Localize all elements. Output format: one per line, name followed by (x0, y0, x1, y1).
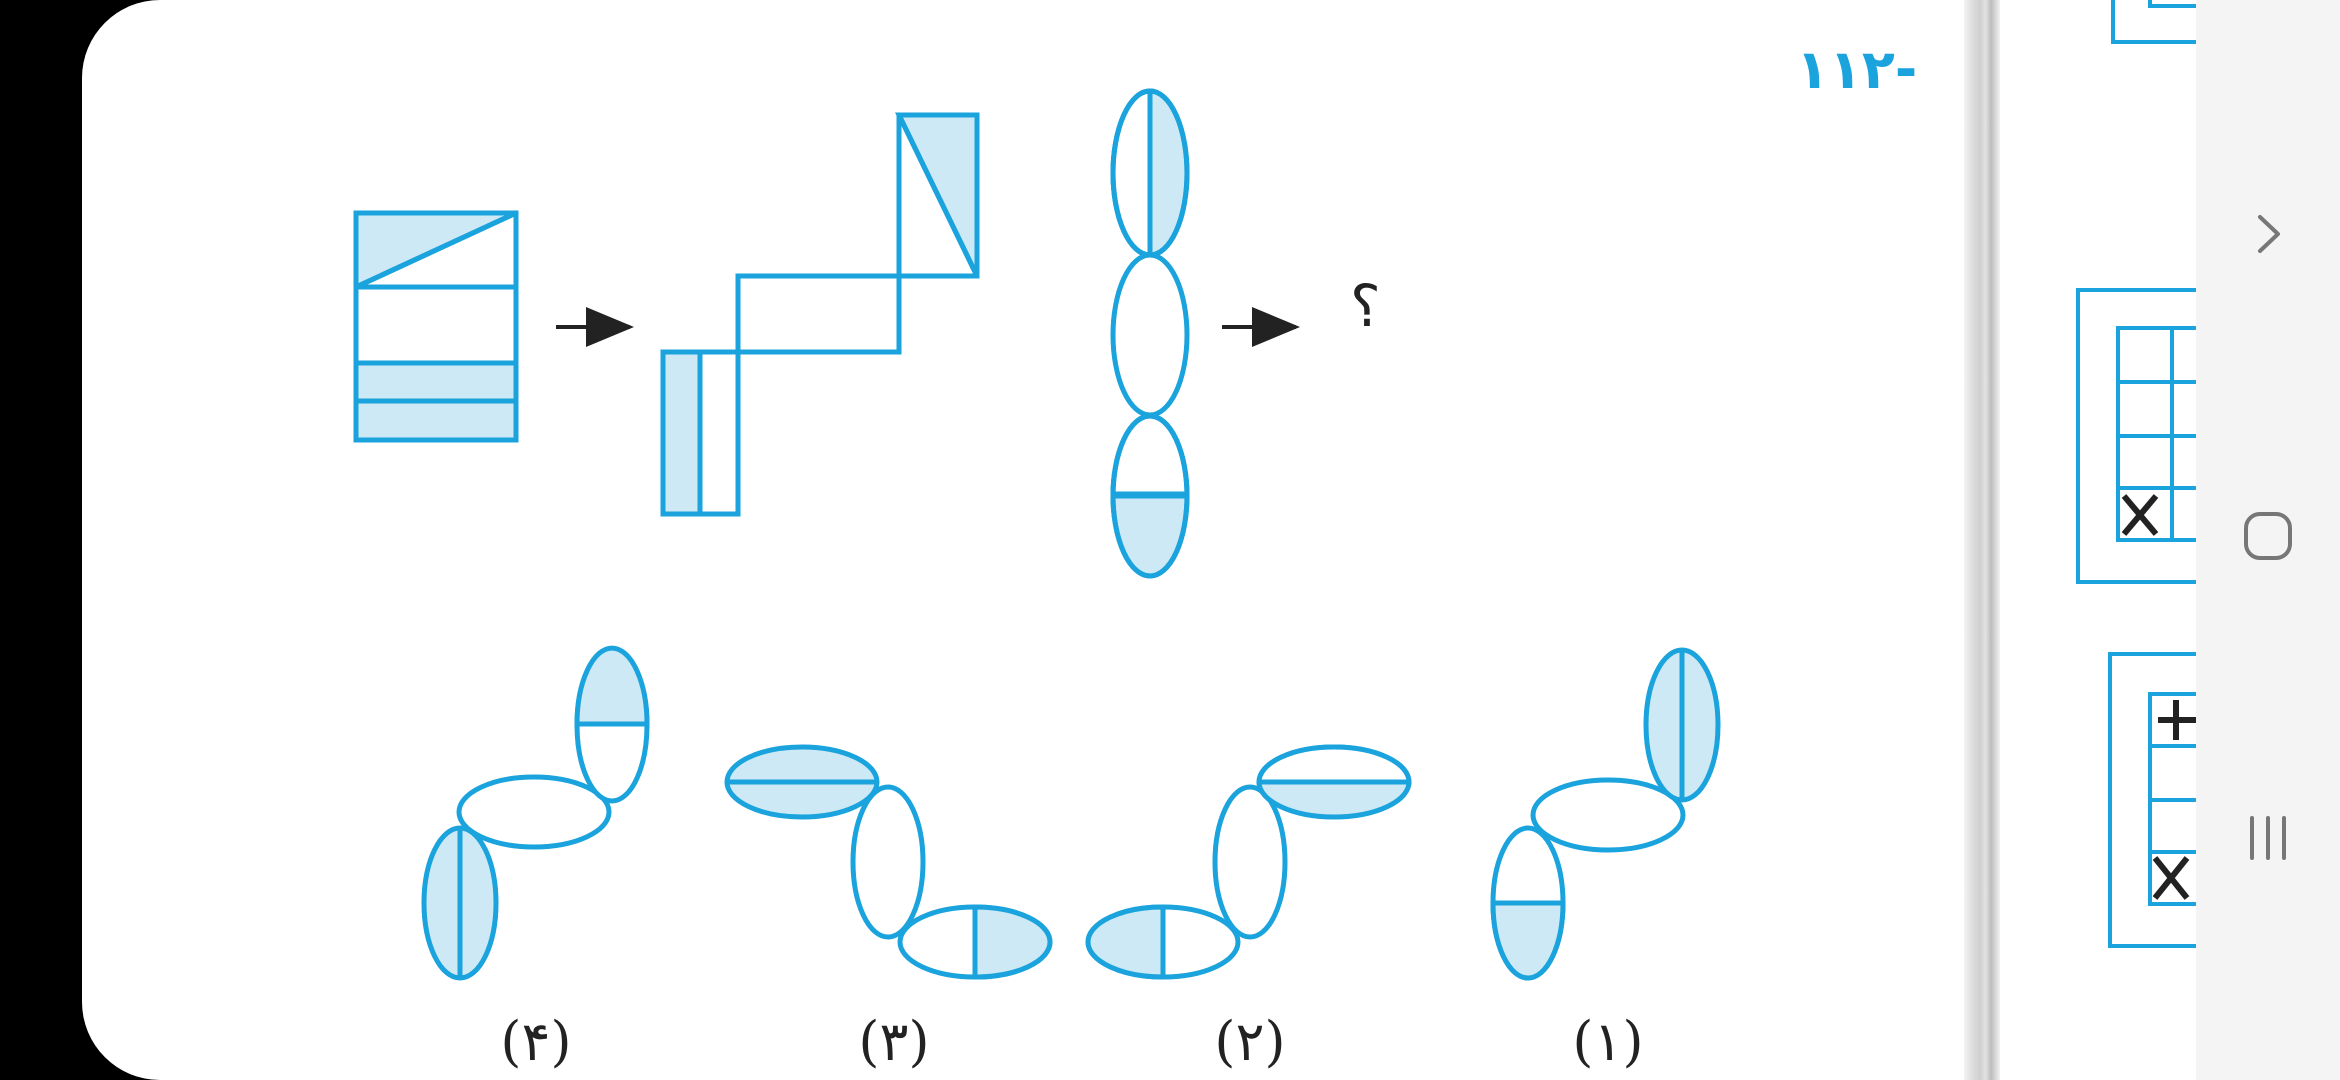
question-number: -۱۱۲ (1796, 38, 1918, 101)
chevron-right-icon (2258, 215, 2280, 253)
option-1-figure (1490, 647, 1721, 981)
home-icon (2244, 512, 2292, 560)
page-spine[interactable] (1964, 0, 2000, 1080)
question-ellipse-stack (1110, 88, 1190, 579)
unknown-result-mark: ؟ (1350, 272, 1381, 340)
home-button[interactable] (2196, 466, 2340, 606)
example-result-zigzag (660, 112, 980, 517)
book-page: -۱۱۲ (82, 0, 1964, 1080)
next-page-figures (2076, 0, 2196, 948)
option-2-label: (۲) (1214, 1010, 1286, 1073)
next-page-preview[interactable] (2000, 0, 2196, 1080)
recent-apps-button[interactable] (2196, 768, 2340, 908)
option-1-label: (۱) (1572, 1010, 1644, 1073)
example-source-rectangle (353, 210, 519, 443)
option-2-figure (1085, 744, 1412, 980)
system-navigation-bar (2196, 0, 2340, 1080)
forward-button[interactable] (2196, 164, 2340, 304)
option-4-label: (۴) (500, 1010, 572, 1073)
option-3-label: (۳) (858, 1010, 930, 1073)
option-3-figure (724, 744, 1053, 980)
recent-apps-icon (2250, 816, 2286, 860)
question-figures (353, 88, 1721, 981)
option-4-figure (421, 645, 650, 981)
